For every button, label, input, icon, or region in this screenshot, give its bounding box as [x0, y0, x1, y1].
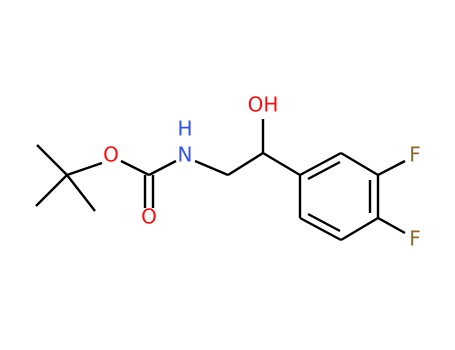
bond-methylene-to-carbinol [227, 151, 264, 177]
bond-ring-to-fluorine-3 [377, 159, 406, 177]
bond-tbu-to-ester-oxygen [66, 161, 103, 177]
bond-nitrogen-to-methylene [194, 159, 229, 177]
ring-bond-5 [299, 216, 342, 242]
ester-oxygen-label: O [103, 143, 119, 167]
bond-tbu-methyl-3 [66, 174, 96, 212]
bond-ring-to-fluorine-4 [377, 216, 406, 235]
bond-carbonyl-to-nitrogen [148, 159, 177, 177]
fluorine-4-label: F [409, 227, 421, 251]
fluorine-3-label: F [409, 143, 421, 167]
bond-tbu-methyl-1 [36, 144, 68, 176]
ring-bond-1-inner [307, 160, 341, 181]
amine-nitrogen-label: N [178, 143, 193, 167]
ring-bond-2 [340, 151, 379, 177]
ring-bond-1 [299, 151, 342, 177]
amine-hydrogen-label: H [177, 117, 192, 141]
carbonyl-oxygen-label: O [141, 205, 157, 229]
ring-bond-5-inner [307, 212, 341, 233]
bond-ester-oxygen-to-carbonyl [120, 159, 150, 177]
bond-carbinol-to-ring [262, 151, 301, 177]
hydroxyl-label: OH [248, 93, 279, 117]
ring-bond-4 [340, 216, 379, 242]
bond-tbu-methyl-2 [35, 174, 68, 207]
